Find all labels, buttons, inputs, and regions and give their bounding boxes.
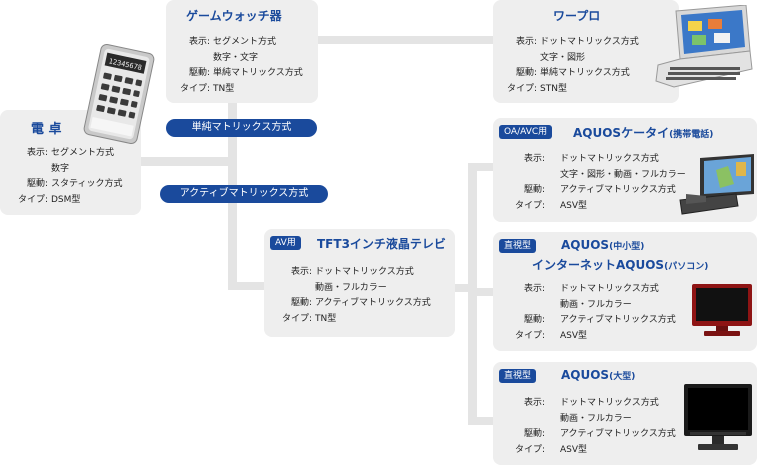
game-watch-specs: 表示:セグメント方式 数字・文字 駆動:単純マトリックス方式 タイプ:TN型 (179, 37, 303, 94)
aquos-large-tv-image (684, 384, 752, 450)
single-matrix-tag: 単純マトリックス方式 (166, 119, 317, 137)
word-processor-image (655, 5, 753, 88)
tft-tv-badge: AV用 (270, 236, 301, 250)
connector-tv-right (454, 284, 476, 292)
game-watch-title: ゲームウォッチ器 (186, 9, 282, 23)
aquos-large-specs: 表示:ドットマトリックス方式 動画・フルカラー 駆動:アクティブマトリックス方式… (514, 398, 676, 455)
word-processor-title: ワープロ (553, 9, 601, 23)
connector-top (318, 36, 494, 44)
aquos-mid-title2: インターネットAQUOS(パソコン) (532, 258, 709, 272)
aquos-mid-title: AQUOS(中小型) (561, 238, 645, 252)
active-matrix-tag: アクティブマトリックス方式 (160, 185, 328, 203)
word-processor-specs: 表示:ドットマトリックス方式 文字・図形 駆動:単純マトリックス方式 タイプ:S… (506, 37, 639, 94)
tft-tv-specs: 表示:ドットマトリックス方式 動画・フルカラー 駆動:アクティブマトリックス方式… (281, 267, 431, 324)
aquos-phone-specs: 表示:ドットマトリックス方式 文字・図形・動画・フルカラー 駆動:アクティブマト… (514, 154, 686, 211)
aquos-mid-tv-image (692, 284, 752, 336)
connector-mid (468, 288, 494, 296)
tft-tv-title: TFT3インチ液晶テレビ (317, 237, 446, 251)
aquos-mid-badge: 直視型 (499, 239, 537, 253)
word-processor-card (493, 0, 679, 103)
connector-large (468, 417, 494, 425)
connector-tv (228, 282, 268, 290)
aquos-large-title: AQUOS(大型) (561, 368, 636, 382)
aquos-phone-title: AQUOSケータイ(携帯電話) (573, 126, 714, 140)
aquos-phone-badge: OA/AVC用 (499, 125, 553, 139)
connector-calc (140, 157, 236, 166)
aquos-mid-specs: 表示:ドットマトリックス方式 動画・フルカラー 駆動:アクティブマトリックス方式… (514, 284, 676, 341)
connector-phone (468, 163, 494, 171)
aquos-phone-image (679, 154, 754, 215)
aquos-large-badge: 直視型 (499, 369, 537, 383)
calculator-specs: 表示:セグメント方式 数字 駆動:スタティック方式 タイプ:DSM型 (17, 148, 123, 205)
calculator-image: 12345678 (83, 44, 155, 144)
calculator-title: 電 卓 (31, 122, 62, 137)
game-watch-card (166, 0, 318, 103)
